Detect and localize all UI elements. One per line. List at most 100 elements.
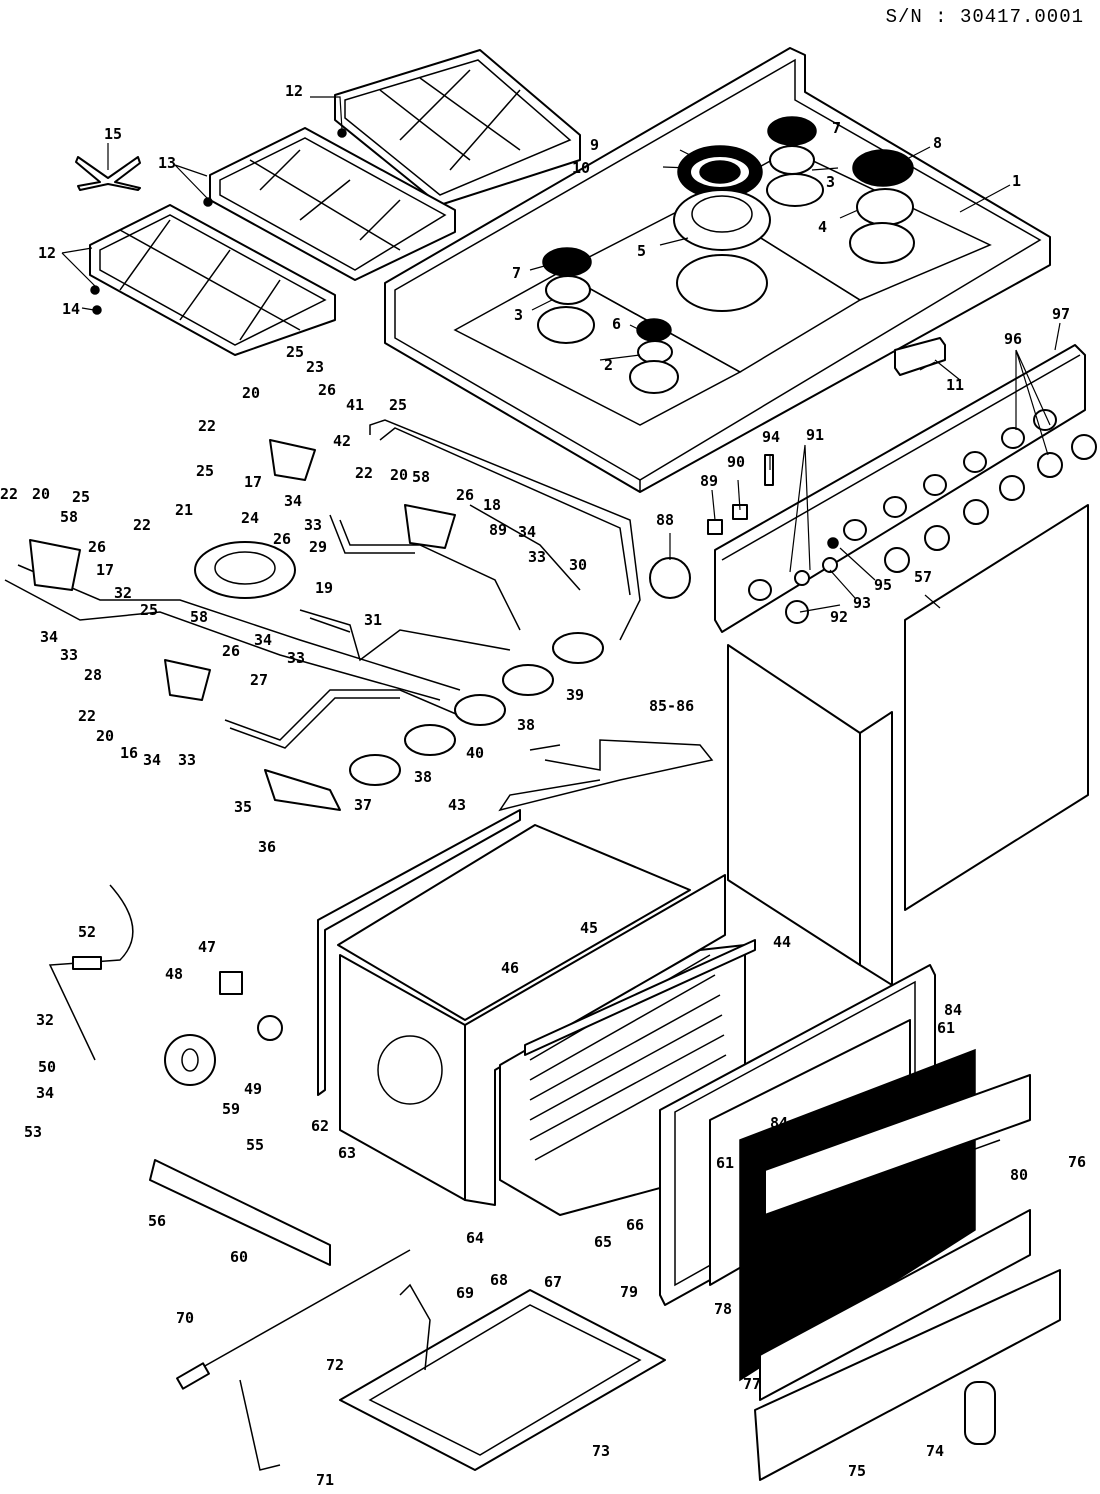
leader-lines [61, 96, 1061, 613]
thermostat-parts [164, 971, 283, 1086]
callout-78: 78 [714, 1300, 732, 1318]
callout-88: 88 [656, 511, 674, 529]
callout-77: 77 [743, 1375, 761, 1393]
callout-35: 35 [234, 798, 252, 816]
callout-65: 65 [594, 1233, 612, 1251]
callout-60: 60 [230, 1248, 248, 1266]
callout-26c: 26 [273, 530, 291, 548]
callout-labels: 1 2 3 3 4 5 6 7 7 8 9 10 11 12 12 13 14 … [0, 82, 1086, 1489]
switches [707, 454, 839, 586]
callout-5: 5 [637, 242, 646, 260]
oven-door [659, 964, 1031, 1401]
callout-37: 37 [354, 796, 372, 814]
callout-58b: 58 [412, 468, 430, 486]
callout-94: 94 [762, 428, 780, 446]
callout-47: 47 [198, 938, 216, 956]
callout-32b: 32 [36, 1011, 54, 1029]
burner-caps [537, 116, 915, 394]
callout-20a: 20 [242, 384, 260, 402]
callout-43: 43 [448, 796, 466, 814]
callout-62: 62 [311, 1117, 329, 1135]
callout-41: 41 [346, 396, 364, 414]
callout-18: 18 [483, 496, 501, 514]
callout-25e: 25 [140, 601, 158, 619]
grill-burner-60 [149, 1159, 331, 1266]
callout-69: 69 [456, 1284, 474, 1302]
callout-46: 46 [501, 959, 519, 977]
callout-20d: 20 [96, 727, 114, 745]
callout-33e: 33 [178, 751, 196, 769]
callout-24: 24 [241, 509, 259, 527]
callout-20b: 20 [32, 485, 50, 503]
spit-rotisserie [176, 1249, 431, 1471]
callout-25b: 25 [72, 488, 90, 506]
callout-34b: 34 [40, 628, 58, 646]
callout-90: 90 [727, 453, 745, 471]
callout-29: 29 [309, 538, 327, 556]
callout-7a: 7 [832, 119, 841, 137]
callout-25c: 25 [196, 462, 214, 480]
side-panel-57 [904, 504, 1089, 911]
callout-59: 59 [222, 1100, 240, 1118]
callout-20c: 20 [390, 466, 408, 484]
callout-22c: 22 [133, 516, 151, 534]
callout-22b: 22 [0, 485, 18, 503]
callout-33d: 33 [528, 548, 546, 566]
callout-34f: 34 [36, 1084, 54, 1102]
callout-49: 49 [244, 1080, 262, 1098]
callout-42: 42 [333, 432, 351, 450]
callout-4: 4 [818, 218, 827, 236]
callout-26a: 26 [318, 381, 336, 399]
callout-74: 74 [926, 1442, 944, 1460]
callout-9: 9 [590, 136, 599, 154]
callout-15: 15 [104, 125, 122, 143]
callout-8: 8 [933, 134, 942, 152]
callout-58c: 58 [190, 608, 208, 626]
bracket-11 [894, 337, 946, 376]
callout-92: 92 [830, 608, 848, 626]
rubber-foot-13 [203, 197, 213, 207]
callout-91: 91 [806, 426, 824, 444]
callout-26b: 26 [88, 538, 106, 556]
callout-25d: 25 [389, 396, 407, 414]
callout-84b: 84 [770, 1114, 788, 1132]
callout-53: 53 [24, 1123, 42, 1141]
callout-72: 72 [326, 1356, 344, 1374]
callout-79: 79 [620, 1283, 638, 1301]
callout-26d: 26 [456, 486, 474, 504]
callout-26e: 26 [222, 642, 240, 660]
callout-6: 6 [612, 315, 621, 333]
pan-support-right [334, 49, 581, 206]
callout-13: 13 [158, 154, 176, 172]
callout-22d: 22 [355, 464, 373, 482]
pan-support-left [89, 204, 336, 356]
callout-50: 50 [38, 1058, 56, 1076]
gas-pipe-32 [48, 884, 134, 1061]
callout-84a: 84 [944, 1001, 962, 1019]
callout-63: 63 [338, 1144, 356, 1162]
callout-7b: 7 [512, 264, 521, 282]
callout-12b: 12 [38, 244, 56, 262]
grill-element-43 [498, 739, 714, 812]
callout-66: 66 [626, 1216, 644, 1234]
callout-89a: 89 [700, 472, 718, 490]
callout-34d: 34 [518, 523, 536, 541]
callout-32a: 32 [114, 584, 132, 602]
side-panel-85-86 [727, 644, 893, 986]
rubber-foot-12b [90, 285, 100, 295]
callout-44: 44 [773, 933, 791, 951]
callout-73: 73 [592, 1442, 610, 1460]
callout-33b: 33 [60, 646, 78, 664]
callout-64: 64 [466, 1229, 484, 1247]
rubber-foot-14 [92, 305, 102, 315]
callout-25a: 25 [286, 343, 304, 361]
rubber-foot-12a [337, 128, 347, 138]
callout-2: 2 [604, 356, 613, 374]
callout-39: 39 [566, 686, 584, 704]
callout-57: 57 [914, 568, 932, 586]
callout-28: 28 [84, 666, 102, 684]
callout-27: 27 [250, 671, 268, 689]
callout-45: 45 [580, 919, 598, 937]
callout-58a: 58 [60, 508, 78, 526]
drip-tray-73 [339, 1289, 666, 1471]
